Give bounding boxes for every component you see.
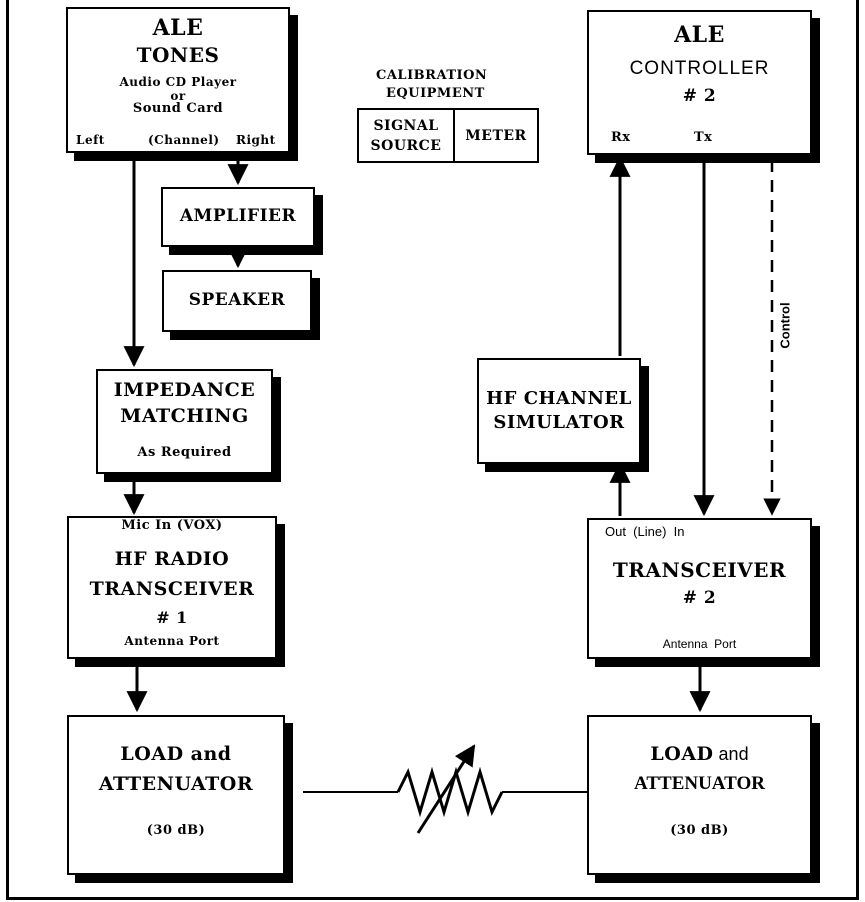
- load-attenuator-2-box: LOAD and ATTENUATOR (30 dB): [587, 715, 812, 875]
- calibration-title1: CALIBRATION: [376, 68, 488, 83]
- impedance-sub: As Required: [137, 445, 232, 460]
- radio1-title2: TRANSCEIVER: [89, 578, 255, 600]
- radio2-num: # 2: [682, 588, 717, 608]
- tx-label: Tx: [694, 130, 713, 145]
- load1-title2: ATTENUATOR: [98, 773, 254, 795]
- radio1-title1: HF RADIO: [114, 548, 230, 570]
- load-attenuator-1-box: LOAD and ATTENUATOR (30 dB): [67, 715, 285, 875]
- load1-title1: LOAD and: [120, 743, 232, 765]
- impedance-title1: IMPEDANCE: [113, 379, 256, 401]
- radio1-num: # 1: [156, 608, 188, 627]
- variable-attenuator-icon: [303, 744, 588, 834]
- ale-controller-num: # 2: [682, 86, 717, 106]
- load2-sub: (30 dB): [670, 823, 729, 838]
- signal-source-line1: SIGNAL: [373, 118, 439, 134]
- speaker-label: SPEAKER: [188, 290, 286, 310]
- amplifier-box: AMPLIFIER: [161, 187, 315, 247]
- amplifier-label: AMPLIFIER: [179, 206, 297, 226]
- radio2-antenna-label: Antenna Port: [662, 637, 737, 651]
- meter-label: METER: [465, 128, 527, 144]
- ale-tones-title2: TONES: [136, 43, 220, 67]
- speaker-box: SPEAKER: [162, 270, 312, 332]
- simulator-title2: SIMULATOR: [493, 412, 625, 433]
- load1-sub: (30 dB): [146, 823, 206, 838]
- ale-controller-box: ALE CONTROLLER # 2 Rx Tx: [587, 10, 812, 155]
- signal-source-line2: SOURCE: [370, 138, 442, 154]
- impedance-title2: MATCHING: [120, 405, 249, 427]
- signal-source-box: SIGNAL SOURCE: [357, 108, 455, 163]
- ale-controller-title1: ALE: [674, 22, 725, 48]
- ale-controller-title2: CONTROLLER: [629, 58, 770, 79]
- hf-radio-transceiver-1-box: Mic In (VOX) HF RADIO TRANSCEIVER # 1 An…: [67, 516, 277, 659]
- rx-label: Rx: [611, 130, 631, 145]
- hf-channel-simulator-box: HF CHANNEL SIMULATOR: [477, 358, 641, 464]
- radio2-port-label: Out (Line) In: [605, 524, 685, 539]
- channel-mid-label: (Channel): [148, 133, 220, 147]
- ale-tones-sub3: Sound Card: [132, 101, 224, 116]
- meter-box: METER: [453, 108, 539, 163]
- channel-right-label: Right: [236, 133, 276, 147]
- radio2-title1: TRANSCEIVER: [612, 558, 787, 582]
- radio1-antenna-label: Antenna Port: [124, 634, 220, 648]
- load2-title2: ATTENUATOR: [634, 773, 765, 794]
- load2-title1: LOAD and: [589, 743, 810, 765]
- ale-tones-box: ALE TONES Audio CD Player or Sound Card …: [66, 7, 290, 153]
- load2-title1-light: and: [713, 744, 749, 764]
- ale-tones-sub2: or: [170, 89, 186, 103]
- impedance-matching-box: IMPEDANCE MATCHING As Required: [96, 369, 273, 474]
- diagram-frame: [6, 0, 859, 900]
- calibration-title2: EQUIPMENT: [386, 86, 485, 101]
- simulator-title1: HF CHANNEL: [486, 388, 632, 409]
- load2-title1-bold: LOAD: [650, 743, 714, 765]
- radio1-port-label: Mic In (VOX): [121, 518, 223, 533]
- ale-tones-sub1: Audio CD Player: [119, 75, 237, 89]
- transceiver-2-box: Out (Line) In TRANSCEIVER # 2 Antenna Po…: [587, 518, 812, 659]
- control-label: Control: [777, 302, 793, 349]
- ale-tones-title1: ALE: [152, 15, 204, 41]
- channel-left-label: Left: [76, 133, 105, 147]
